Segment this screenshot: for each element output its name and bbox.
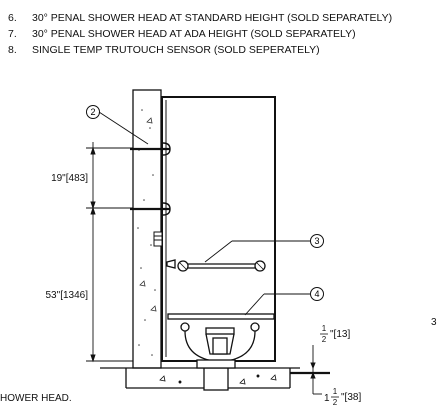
note-text: 30° PENAL SHOWER HEAD AT ADA HEIGHT (SOL… (32, 28, 356, 40)
floor-slab (100, 359, 330, 391)
dimension-upper-in: 19" (51, 173, 66, 184)
page-marker: 3 (431, 317, 437, 328)
shower-panel (161, 96, 276, 362)
note-text: 30° PENAL SHOWER HEAD AT STANDARD HEIGHT… (32, 12, 393, 24)
dimension-one-half-inch: 1 1 2 "[38] (324, 387, 361, 407)
shower-head-ada (130, 202, 171, 216)
sensor (153, 231, 163, 247)
note-item: 8. SINGLE TEMP TRUTOUCH SENSOR (SOLD SEP… (8, 42, 392, 58)
fold-down-seat (167, 313, 275, 362)
note-number: 8. (8, 44, 17, 56)
dimension-half-inch: 1 2 "[13] (320, 324, 350, 344)
note-number: 6. (8, 12, 17, 24)
notes-list: 6. 30° PENAL SHOWER HEAD AT STANDARD HEI… (8, 10, 392, 58)
bottom-note-text: HOWER HEAD. (0, 393, 72, 404)
dim-onehalf-denominator: 2 (333, 398, 338, 407)
dim-half-rest: "[13] (330, 329, 350, 340)
note-item: 6. 30° PENAL SHOWER HEAD AT STANDARD HEI… (8, 10, 392, 26)
dim-half-numerator: 1 (322, 324, 327, 333)
dimension-lines (86, 142, 322, 395)
callout-4: 4 (244, 287, 324, 316)
dimension-upper: 19"[483] (51, 173, 88, 184)
shower-head-standard (130, 142, 171, 156)
concrete-wall (132, 89, 162, 369)
dim-onehalf-numerator: 1 (333, 387, 338, 396)
dimension-lower-mm: [1346] (60, 290, 88, 301)
callout-2: 2 (86, 105, 149, 145)
callout-3-label: 3 (314, 236, 319, 246)
dim-half-denominator: 2 (322, 335, 327, 344)
callout-3: 3 (204, 234, 324, 263)
dimension-lower: 53"[1346] (46, 290, 89, 301)
dim-onehalf-rest: "[38] (341, 392, 361, 403)
callout-4-label: 4 (314, 289, 319, 299)
dimension-upper-mm: [483] (66, 173, 88, 184)
note-item: 7. 30° PENAL SHOWER HEAD AT ADA HEIGHT (… (8, 26, 392, 42)
callout-2-label: 2 (90, 107, 95, 117)
dim-onehalf-whole: 1 (324, 393, 330, 404)
dimension-lower-in: 53" (46, 290, 61, 301)
grab-bar (166, 259, 266, 272)
note-number: 7. (8, 28, 17, 40)
note-text: SINGLE TEMP TRUTOUCH SENSOR (SOLD SEPERA… (32, 44, 320, 56)
